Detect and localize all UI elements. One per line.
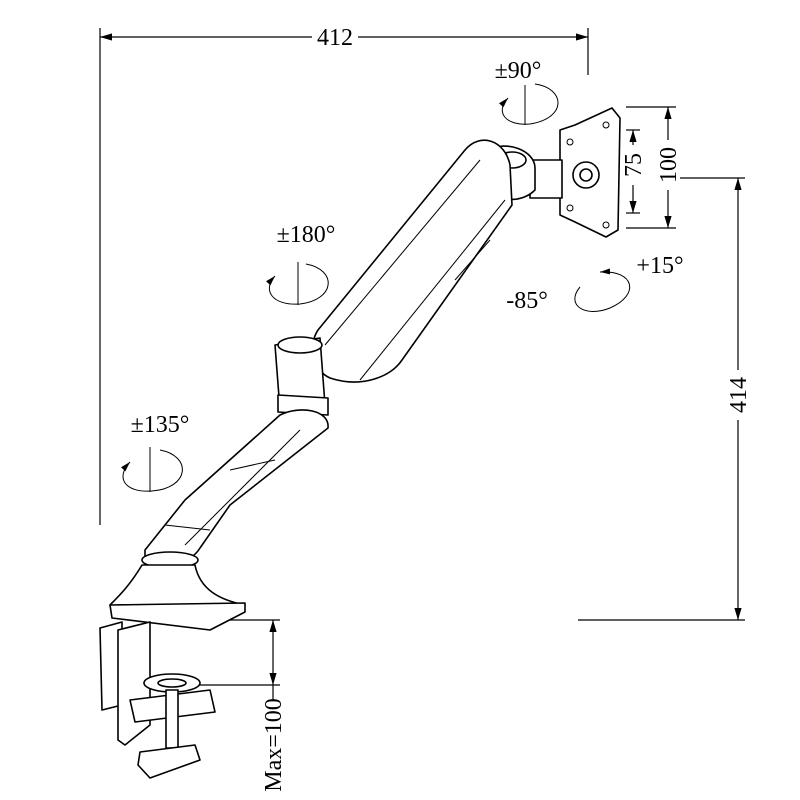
width-label: 412	[317, 25, 353, 51]
vesa-dimensions: 75 100	[621, 106, 682, 229]
rotation-base: ±135°	[120, 412, 190, 492]
elbow-joint	[274, 336, 329, 416]
tilt-down-label: -85°	[506, 288, 548, 314]
clamp-dimension: Max=100	[200, 619, 287, 792]
height-dimension: 414	[578, 177, 752, 621]
tilt-up-label: +15°	[636, 253, 683, 279]
base-rotation-label: ±135°	[131, 412, 190, 438]
arm-rotation-label: ±180°	[277, 222, 336, 248]
desk-base	[109, 551, 246, 631]
rotation-head: ±90°	[495, 58, 559, 125]
upper-arm	[311, 139, 513, 383]
vesa-100-label: 100	[656, 147, 682, 183]
desk-clamp	[99, 621, 216, 779]
width-dimension: 412	[99, 25, 589, 525]
clamp-max-label: Max=100	[261, 698, 287, 792]
vesa-plate	[559, 107, 621, 238]
head-swivel-label: ±90°	[495, 58, 542, 84]
vesa-75-label: 75	[621, 153, 647, 177]
height-label: 414	[726, 377, 752, 413]
rotation-arm: ±180°	[266, 222, 336, 305]
rotation-tilt: +15° -85°	[506, 253, 683, 314]
